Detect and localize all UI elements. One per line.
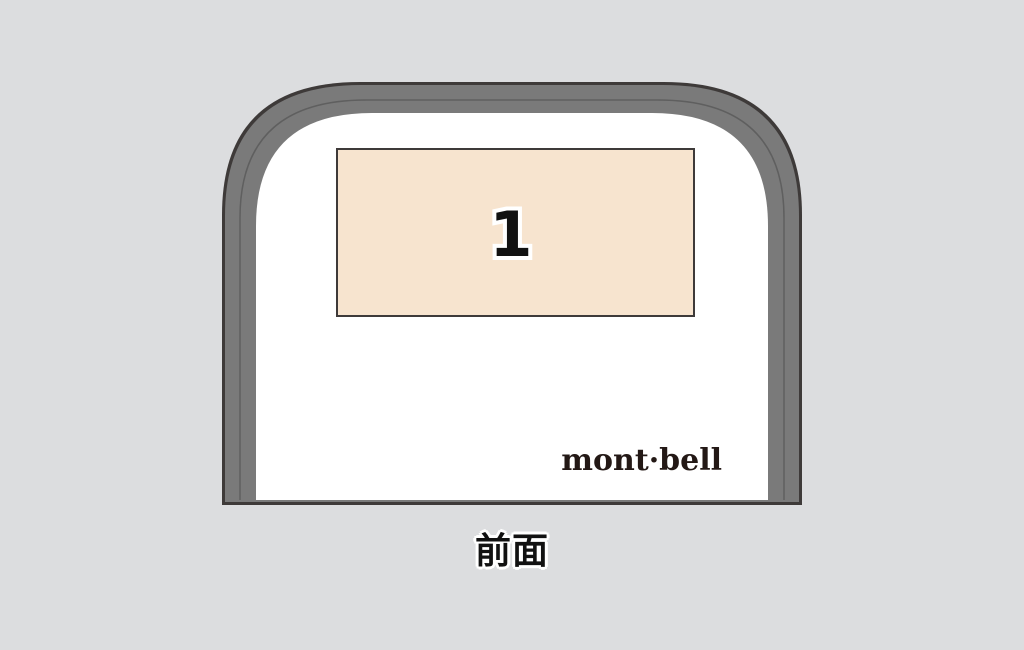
brand-logo: mont·bell <box>561 443 722 478</box>
view-label: 前面 <box>474 531 549 572</box>
print-zone-1 <box>336 148 695 317</box>
print-zone-number: 1 <box>489 198 532 271</box>
product-band-seam <box>239 99 785 500</box>
